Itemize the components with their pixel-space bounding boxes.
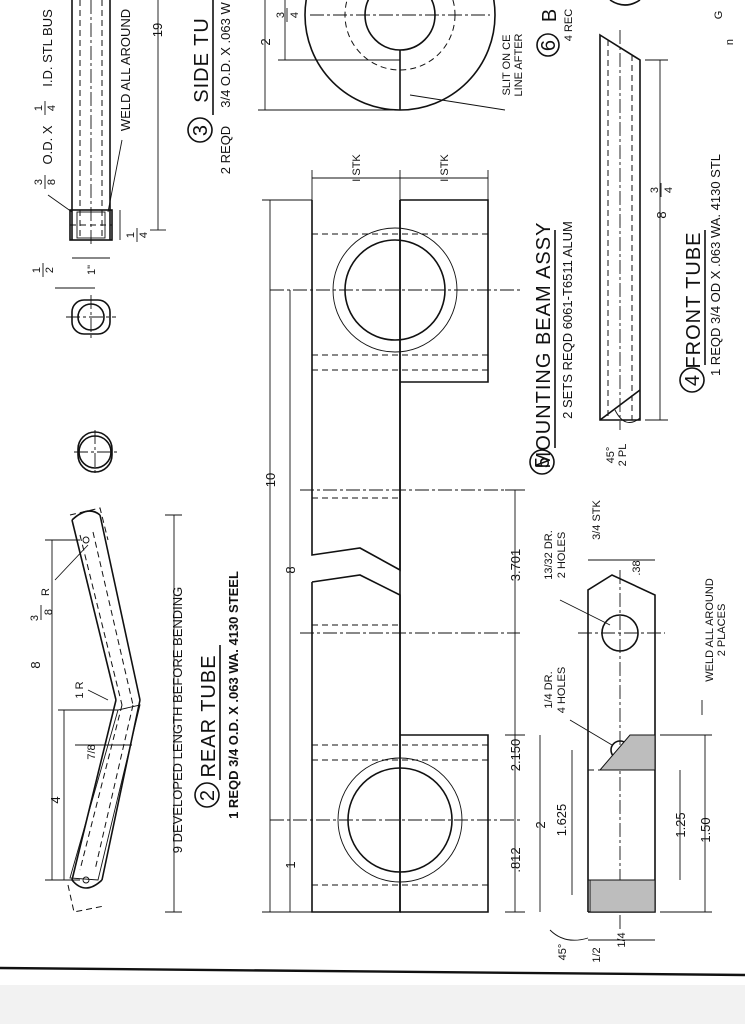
rear-tube-end-radius-suffix: R <box>40 588 52 596</box>
beam-inner-dim: 8 <box>283 566 298 573</box>
rear-tube-offset-dim: 7/8 <box>86 744 98 759</box>
side-tube-length-dim: 19 <box>150 23 165 37</box>
side-tube-bushing-text: O.D. X <box>40 125 55 164</box>
beam-spec: 2 SETS REQD 6061-T6511 ALUM <box>560 221 575 419</box>
side-tube-weld-note: WELD ALL AROUND <box>118 9 133 131</box>
side-tube-spec: 3/4 O.D. X .063 W <box>218 2 233 108</box>
beam-dim-812: .812 <box>508 847 523 872</box>
rear-tube-end-radius-den: 8 <box>43 609 55 615</box>
side-tube-qty: 2 REQD <box>218 126 233 174</box>
beam-title: MOUNTING BEAM ASSY <box>533 222 555 469</box>
beam-dim-quarter: 1/4 <box>616 932 628 947</box>
rear-tube-title: REAR TUBE <box>198 654 220 777</box>
front-tube-number: 4 <box>682 374 704 386</box>
part6-slit-note-2: LINE AFTER <box>513 33 525 96</box>
beam-dim-half: 1/2 <box>591 947 603 962</box>
rear-tube-drawing: 8 4 7/8 1 R 3 8 R 9 DEVELOPED LENGTH BEF… <box>28 430 241 913</box>
beam-dim-38: .38 <box>631 560 643 575</box>
rear-tube-developed-length-note: 9 DEVELOPED LENGTH BEFORE BENDING <box>170 587 185 854</box>
rear-tube-end-radius-num: 3 <box>29 615 41 621</box>
front-tube-spec: 1 REQD 3/4 OD X .063 WA. 4130 STL <box>708 154 723 376</box>
edge-small-mark: n <box>724 39 736 45</box>
front-tube-angle-places: 2 PL <box>617 444 629 467</box>
side-tube-dim-a-num: 1 <box>125 232 137 238</box>
beam-stk2: I STK <box>439 154 451 182</box>
beam-dim-stk34: 3/4 STK <box>591 499 603 539</box>
beam-weld-line2: 2 PLACES <box>716 604 728 657</box>
beam-holes1-line2: 2 HOLES <box>556 532 568 578</box>
side-tube-bushing-frac-den: 8 <box>46 179 58 185</box>
beam-dim-2150: 2.150 <box>508 739 523 772</box>
front-tube-len-num: 3 <box>649 187 661 193</box>
side-tube-dim-c: 1" <box>86 265 98 275</box>
front-tube-title: FRONT TUBE <box>683 231 705 368</box>
rear-tube-half-dim: 4 <box>48 796 63 803</box>
beam-dim-150: 1.50 <box>698 817 713 842</box>
beam-dim-3701: 3.701 <box>508 549 523 582</box>
edge-corner-mark: G <box>713 11 725 20</box>
front-tube-angle: 45° <box>605 447 617 464</box>
beam-dim-1625: 1.625 <box>554 804 569 837</box>
front-tube-drawing: 8 3 4 45° 2 PL 4 FRONT TUBE 1 REQD 3/4 O… <box>599 30 723 467</box>
part6-dim-two: 2 <box>258 38 273 45</box>
beam-dim-125: 1.25 <box>673 812 688 837</box>
beam-overall-dim: 10 <box>263 473 278 487</box>
part6-slit-note-1: SLIT ON CE <box>501 35 513 96</box>
front-tube-len-whole: 8 <box>654 211 669 218</box>
side-tube-dim-a-den: 4 <box>138 232 150 238</box>
part6-spec: 4 REC <box>563 9 575 41</box>
beam-stk1: I STK <box>351 154 363 182</box>
beam-end-dim: 1 <box>283 861 298 868</box>
side-tube-drawing: 19 3 8 O.D. X 1 4 I.D. STL BUS WELD ALL … <box>31 0 233 340</box>
beam-dim-angle: 45° <box>557 944 569 961</box>
rear-tube-spec: 1 REQD 3/4 O.D. X .063 WA. 4130 STEEL <box>226 571 241 819</box>
rear-tube-length-dim: 8 <box>28 661 43 668</box>
beam-holes2-line1: 1/4 DR. <box>543 671 555 708</box>
beam-weld-line1: WELD ALL AROUND <box>704 578 716 682</box>
part6-title: B <box>539 8 561 22</box>
side-tube-title: SIDE TU <box>191 17 213 103</box>
beam-holes2-line2: 4 HOLES <box>556 667 568 713</box>
part6-drawing: 2 3 4 SLIT ON CE LINE AFTER 6 B 4 REC <box>258 0 641 111</box>
part6-dim-frac-num: 3 <box>275 12 287 18</box>
rear-tube-bend-radius: 1 R <box>74 681 86 698</box>
rear-tube-number: 2 <box>197 789 219 801</box>
part6-number: 6 <box>538 39 560 51</box>
side-tube-bushing-frac2-num: 1 <box>33 105 45 111</box>
side-tube-bushing-text2: I.D. STL BUS <box>40 9 55 87</box>
front-tube-len-den: 4 <box>663 187 675 193</box>
side-tube-number: 3 <box>190 124 212 136</box>
beam-side-view: 13/32 DR. 2 HOLES 1/4 DR. 4 HOLES 3/4 ST… <box>543 499 728 962</box>
side-tube-dim-b-num: 1 <box>31 267 43 273</box>
sheet-border-line <box>0 966 745 977</box>
side-tube-dim-b-den: 2 <box>44 267 56 273</box>
mounting-beam-drawing: 10 8 1 I STK I STK 3.701 2.150 .812 2 5 … <box>262 154 575 913</box>
side-tube-bushing-frac-num: 3 <box>33 179 45 185</box>
beam-holes1-line1: 13/32 DR. <box>543 530 555 580</box>
beam-number: 5 <box>532 456 554 468</box>
part6-dim-frac-den: 4 <box>289 12 301 18</box>
side-tube-bushing-frac2-den: 4 <box>46 105 58 111</box>
beam-dim-2: 2 <box>533 821 548 828</box>
